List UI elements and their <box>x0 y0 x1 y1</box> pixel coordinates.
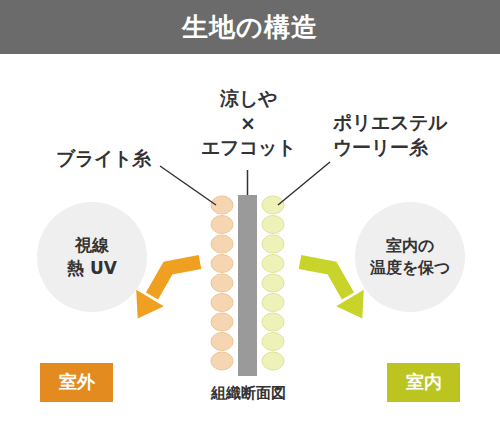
wooly-yarn-oval <box>262 196 284 214</box>
bright-yarn-oval <box>211 235 233 253</box>
bright-yarn-oval <box>211 255 233 273</box>
circle-shape <box>37 202 147 312</box>
wooly-yarn-oval <box>262 352 284 370</box>
wooly-yarn-oval <box>262 216 284 234</box>
node-text: 視線 <box>75 234 109 257</box>
inside-arrow-head <box>336 290 364 319</box>
node-text: 室内の 温度を保つ <box>370 235 450 278</box>
leader-line <box>160 166 216 205</box>
bright-yarn-oval <box>211 294 233 312</box>
yarn-label: ブライト糸 <box>56 146 151 171</box>
outside-arrow <box>152 262 200 296</box>
wooly-yarn-oval <box>262 235 284 253</box>
leader-line <box>247 170 249 195</box>
outside-box: 室外 <box>40 363 113 402</box>
title-bar: 生地の構造 <box>0 0 500 54</box>
bright-yarn-oval <box>211 313 233 331</box>
effect-circle: 室内の 温度を保つ <box>355 202 465 312</box>
node-text: 熱 UV <box>67 257 117 280</box>
title: 生地の構造 <box>182 10 318 45</box>
bright-yarn-oval <box>211 333 233 351</box>
effect-circle: 視線熱 UV <box>37 202 147 312</box>
outside-arrow-head <box>136 290 164 319</box>
wooly-yarn-oval <box>262 313 284 331</box>
bright-yarn-oval <box>211 216 233 234</box>
circle-outline <box>355 202 465 312</box>
yarn-label: ポリエステル ウーリー糸 <box>333 110 447 159</box>
wooly-yarn-oval <box>262 294 284 312</box>
inside-arrow <box>300 262 348 296</box>
figure-caption: 組織断面図 <box>211 384 286 404</box>
circle-shape <box>355 202 465 312</box>
bright-yarn-oval <box>211 274 233 292</box>
circle-outline <box>37 202 147 312</box>
fabric-name: 涼しや × エフコット <box>201 86 296 160</box>
leader-line <box>278 162 330 205</box>
node-text: 室外 <box>59 370 95 394</box>
bright-yarn-oval <box>211 196 233 214</box>
inside-box: 室内 <box>387 363 460 402</box>
bright-yarn-oval <box>211 352 233 370</box>
wooly-yarn-oval <box>262 255 284 273</box>
wooly-yarn-oval <box>262 274 284 292</box>
center-yarn-layer <box>238 195 257 376</box>
node-text: 室内 <box>406 370 442 394</box>
wooly-yarn-oval <box>262 333 284 351</box>
